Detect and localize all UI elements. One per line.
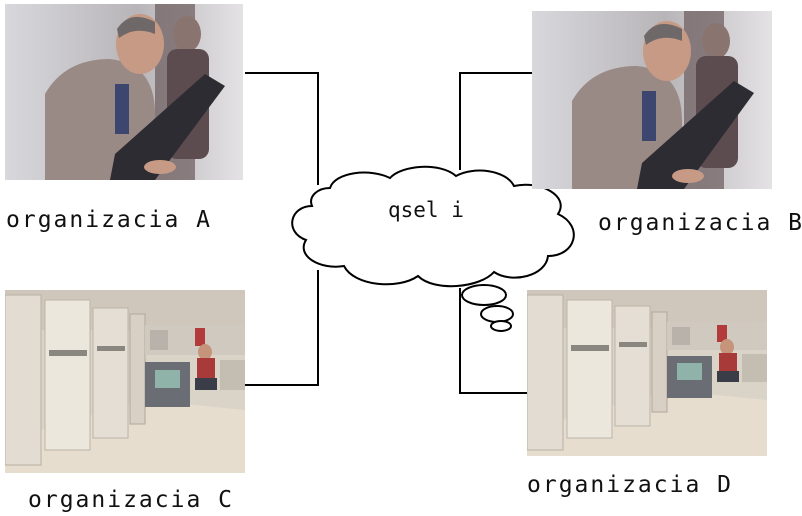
person-with-laptop-icon <box>532 11 772 189</box>
org-b-photo <box>532 11 772 189</box>
org-a-label: organizacia A <box>6 207 213 233</box>
org-c-label: organizacia C <box>28 487 235 513</box>
server-room-icon <box>527 290 767 456</box>
org-d-photo <box>527 290 767 456</box>
network-label: qsel i <box>388 198 464 222</box>
org-c-photo <box>5 290 245 473</box>
link-org-d <box>459 288 527 394</box>
server-room-icon <box>5 290 245 473</box>
thought-bubble-small <box>490 320 512 332</box>
link-org-c <box>245 270 319 386</box>
person-with-laptop-icon <box>5 4 243 180</box>
org-d-label: organizacia D <box>527 472 734 498</box>
org-b-label: organizacia B <box>598 210 802 236</box>
link-org-a <box>245 72 319 185</box>
link-org-b <box>459 72 532 170</box>
thought-bubble-medium <box>480 305 514 323</box>
network-cloud <box>291 165 575 332</box>
thought-bubble-large <box>461 284 507 306</box>
org-a-photo <box>5 4 243 180</box>
